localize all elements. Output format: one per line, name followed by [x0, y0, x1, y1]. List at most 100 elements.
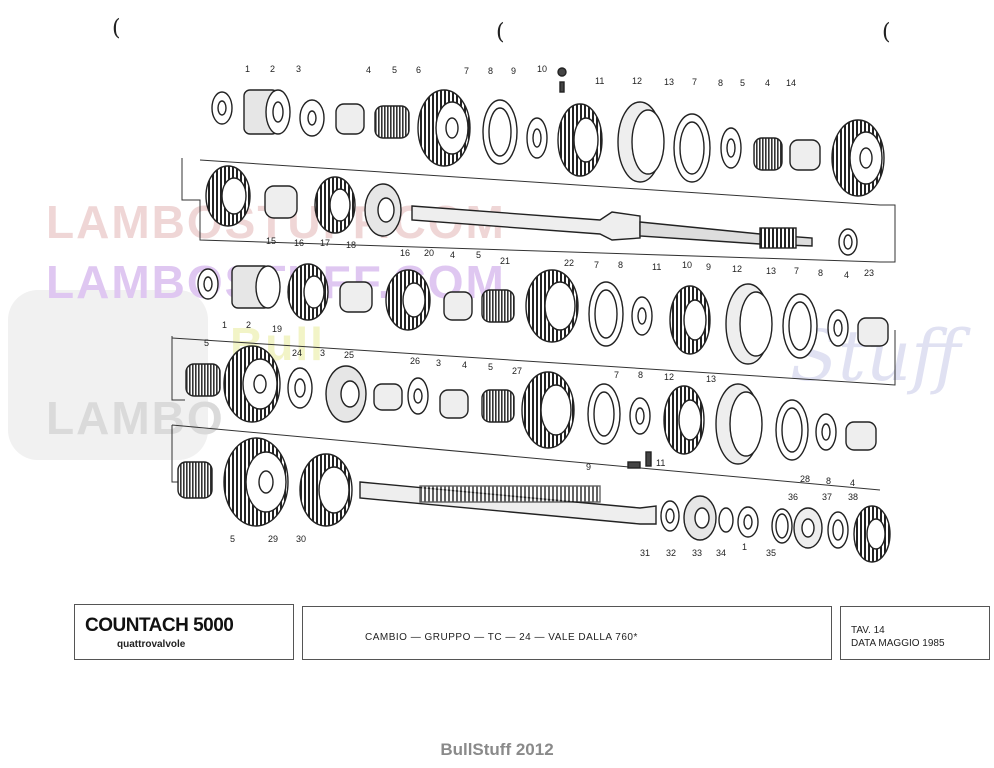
callout: 8: [718, 78, 723, 88]
part-roller-bearing-5e: [177, 461, 213, 499]
part-bushing-4c: [857, 317, 889, 347]
callout: 7: [794, 266, 799, 276]
callout: 6: [416, 65, 421, 75]
callout: 17: [320, 238, 330, 248]
callouts: 1 2 3 4 5 6 7 8 9 10 11 12 13 7 8 5 4 14…: [204, 64, 874, 558]
callout: 4: [765, 78, 770, 88]
callouts-row-4: 5 24 3 25 26 3 4 5 27 7 8 12 13 28 8 4: [204, 338, 855, 488]
callout: 37: [822, 492, 832, 502]
title-block-model: COUNTACH 5000 quattrovalvole: [74, 604, 294, 660]
model-subtitle: quattrovalvole: [117, 639, 186, 650]
callout: 7: [692, 77, 697, 87]
callout: 1: [245, 64, 250, 74]
part-roller-bearing-5d: [481, 389, 515, 423]
callout: 5: [392, 65, 397, 75]
callout: 11: [595, 76, 604, 86]
callout: 13: [766, 266, 776, 276]
callout: 19: [272, 324, 282, 334]
part-bushing-26: [373, 383, 403, 411]
part-pin-11: [645, 451, 652, 467]
callout: 1: [222, 320, 227, 330]
part-roller-bearing-5b: [481, 289, 515, 323]
callout: 21: [500, 256, 510, 266]
part-mainshaft-21: [411, 205, 641, 241]
part-roller-bearing-5c: [185, 363, 221, 397]
callout: 5: [740, 78, 745, 88]
callout: 12: [664, 372, 674, 382]
callout: 1: [742, 542, 747, 552]
callouts-row-5: 9 11 5 29 30 31 32 33 34 1 35 36 37 38: [230, 458, 858, 558]
callout: 30: [296, 534, 306, 544]
footer-credit: BullStuff 2012: [440, 740, 554, 759]
callout: 3: [436, 358, 441, 368]
row-5-parts: [177, 437, 891, 563]
callout: 33: [692, 548, 702, 558]
callout: 3: [320, 348, 325, 358]
model-name: COUNTACH 5000: [85, 615, 234, 636]
part-bushing-16: [264, 185, 298, 219]
callout: 9: [706, 262, 711, 272]
callout: 4: [844, 270, 849, 280]
callout: 2: [270, 64, 275, 74]
paren-right: (: [882, 20, 891, 45]
callout: 10: [682, 260, 692, 270]
callout: 12: [732, 264, 742, 274]
callout: 34: [716, 548, 726, 558]
watermark-layer: LAMBOSTUFF.COM LAMBOSTUFF.COM Bull LAMBO…: [8, 196, 971, 460]
watermark-car-silhouette: [8, 290, 208, 460]
callout: 9: [586, 462, 591, 472]
frame-shaft-3: [171, 336, 185, 401]
callout: 7: [614, 370, 619, 380]
row-4-parts: [185, 345, 877, 469]
callout: 14: [786, 78, 796, 88]
callout: 3: [296, 64, 301, 74]
callout: 16: [400, 248, 410, 258]
callouts-row-2: 15 16 17 18 21 23: [266, 236, 874, 278]
callout: 13: [706, 374, 716, 384]
callout: 13: [664, 77, 674, 87]
row-3-parts: [197, 263, 889, 365]
callout: 28: [800, 474, 810, 484]
callout: 7: [594, 260, 599, 270]
callout: 29: [268, 534, 278, 544]
frame-shaft-1: [181, 158, 896, 263]
table-date: DATA MAGGIO 1985: [851, 638, 945, 649]
row-1-parts: [211, 67, 885, 197]
callout: 8: [618, 260, 623, 270]
paren-middle: (: [496, 20, 505, 45]
part-bushing-4b: [443, 291, 473, 321]
callout: 16: [294, 238, 304, 248]
callout: 11: [652, 262, 661, 272]
callout: 10: [537, 64, 547, 74]
part-bushing-4: [789, 139, 821, 171]
callout: 8: [818, 268, 823, 278]
callout: 9: [511, 66, 516, 76]
callout: 8: [826, 476, 831, 486]
callout: 36: [788, 492, 798, 502]
part-roller-bearing-1: [374, 105, 410, 139]
callout: 5: [230, 534, 235, 544]
frame-shaft-2: [171, 330, 896, 386]
callout: 27: [512, 366, 522, 376]
paren-left: (: [112, 16, 121, 41]
callout: 32: [666, 548, 676, 558]
part-bushing-16b: [339, 281, 373, 313]
callout: 5: [476, 250, 481, 260]
callout: 24: [292, 348, 302, 358]
callout: 26: [410, 356, 420, 366]
callout: 4: [366, 65, 371, 75]
part-screw-9: [627, 461, 641, 469]
part-roller-bearing-5: [753, 137, 783, 171]
part-bushing-4e: [845, 421, 877, 451]
callout: 12: [632, 76, 642, 86]
callout: 31: [640, 548, 650, 558]
callouts-row-3: 1 2 19 16 20 4 5 22 7 8 11 10 9 12 13 7 …: [222, 248, 849, 334]
description-text: CAMBIO — GRUPPO — TC — 24 — VALE DALLA 7…: [365, 632, 638, 643]
callout: 35: [766, 548, 776, 558]
part-bushing-4d: [439, 389, 469, 419]
callout: 15: [266, 236, 276, 246]
callout: 4: [450, 250, 455, 260]
callout: 2: [246, 320, 251, 330]
callout: 4: [462, 360, 467, 370]
